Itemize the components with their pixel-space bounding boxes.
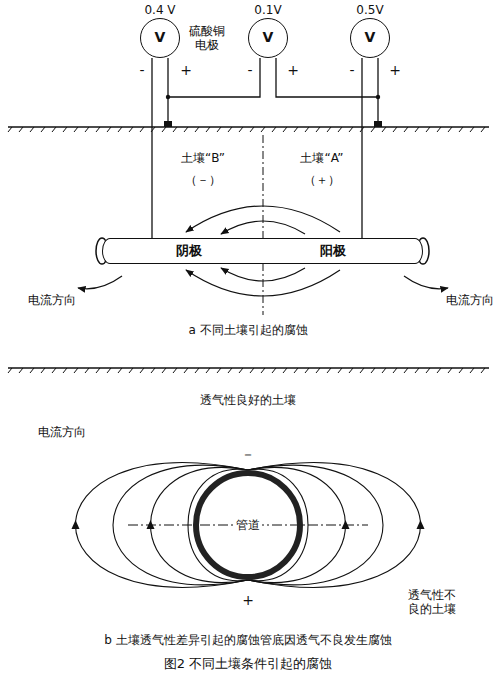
meter-symbol: V (248, 18, 288, 58)
annotation: 土壤“B” (179, 151, 227, 165)
pipe-cross-section: 管道 (193, 470, 303, 580)
ground-line (8, 126, 489, 128)
current-arrows (78, 206, 448, 296)
annotation: 透气性良好的土壤 (198, 393, 298, 407)
voltmeter: 0.1VV (243, 2, 293, 58)
meter-symbol: V (140, 18, 180, 58)
terminal-sign: - (137, 62, 146, 79)
pipe-label: 阳极 (320, 242, 346, 260)
sub-caption: a 不同土壤引起的腐蚀 (186, 323, 309, 337)
annotation: + (240, 592, 256, 609)
annotation: 电流方向 (26, 293, 78, 307)
annotation: 透气性不良的土壤 (404, 588, 460, 617)
terminal-sign: + (178, 62, 194, 79)
meter-lead (361, 58, 362, 238)
current-field-lines (76, 463, 421, 588)
ground-hatching (8, 127, 485, 373)
voltmeter: 0.4 VV (135, 2, 185, 58)
voltmeter: 0.5VV (345, 2, 395, 58)
pipe-label: 管道 (234, 517, 262, 534)
terminal-sign: - (347, 62, 356, 79)
meter-lead (151, 58, 152, 238)
annotation: 电流方向 (36, 425, 88, 439)
meter-symbol: V (350, 18, 390, 58)
meter-wires (168, 58, 378, 124)
annotation: 硫酸铜电极 (185, 24, 229, 53)
sub-caption: b 土壤透气性差异引起的腐蚀管底因透气不良发生腐蚀 (102, 633, 393, 647)
terminal-sign: - (245, 62, 254, 79)
ground-line (8, 367, 489, 369)
annotation: － (239, 446, 257, 463)
terminal-sign: + (387, 62, 403, 79)
terminal-sign: + (285, 62, 301, 79)
annotation: （＋） (302, 173, 342, 187)
voltage-reading: 0.4 V (135, 2, 185, 18)
voltage-reading: 0.5V (345, 2, 395, 18)
voltage-reading: 0.1V (243, 2, 293, 18)
pipe-section: 阴极 阳极 (102, 238, 423, 264)
electrodes (164, 95, 382, 127)
soil-divider (263, 135, 264, 315)
annotation: 电流方向 (444, 293, 496, 307)
annotation: （－） (183, 173, 223, 187)
pipe-label: 阴极 (176, 242, 202, 260)
annotation: 土壤“A” (298, 151, 345, 165)
figure-caption: 图2 不同土壤条件引起的腐蚀 (162, 656, 334, 672)
